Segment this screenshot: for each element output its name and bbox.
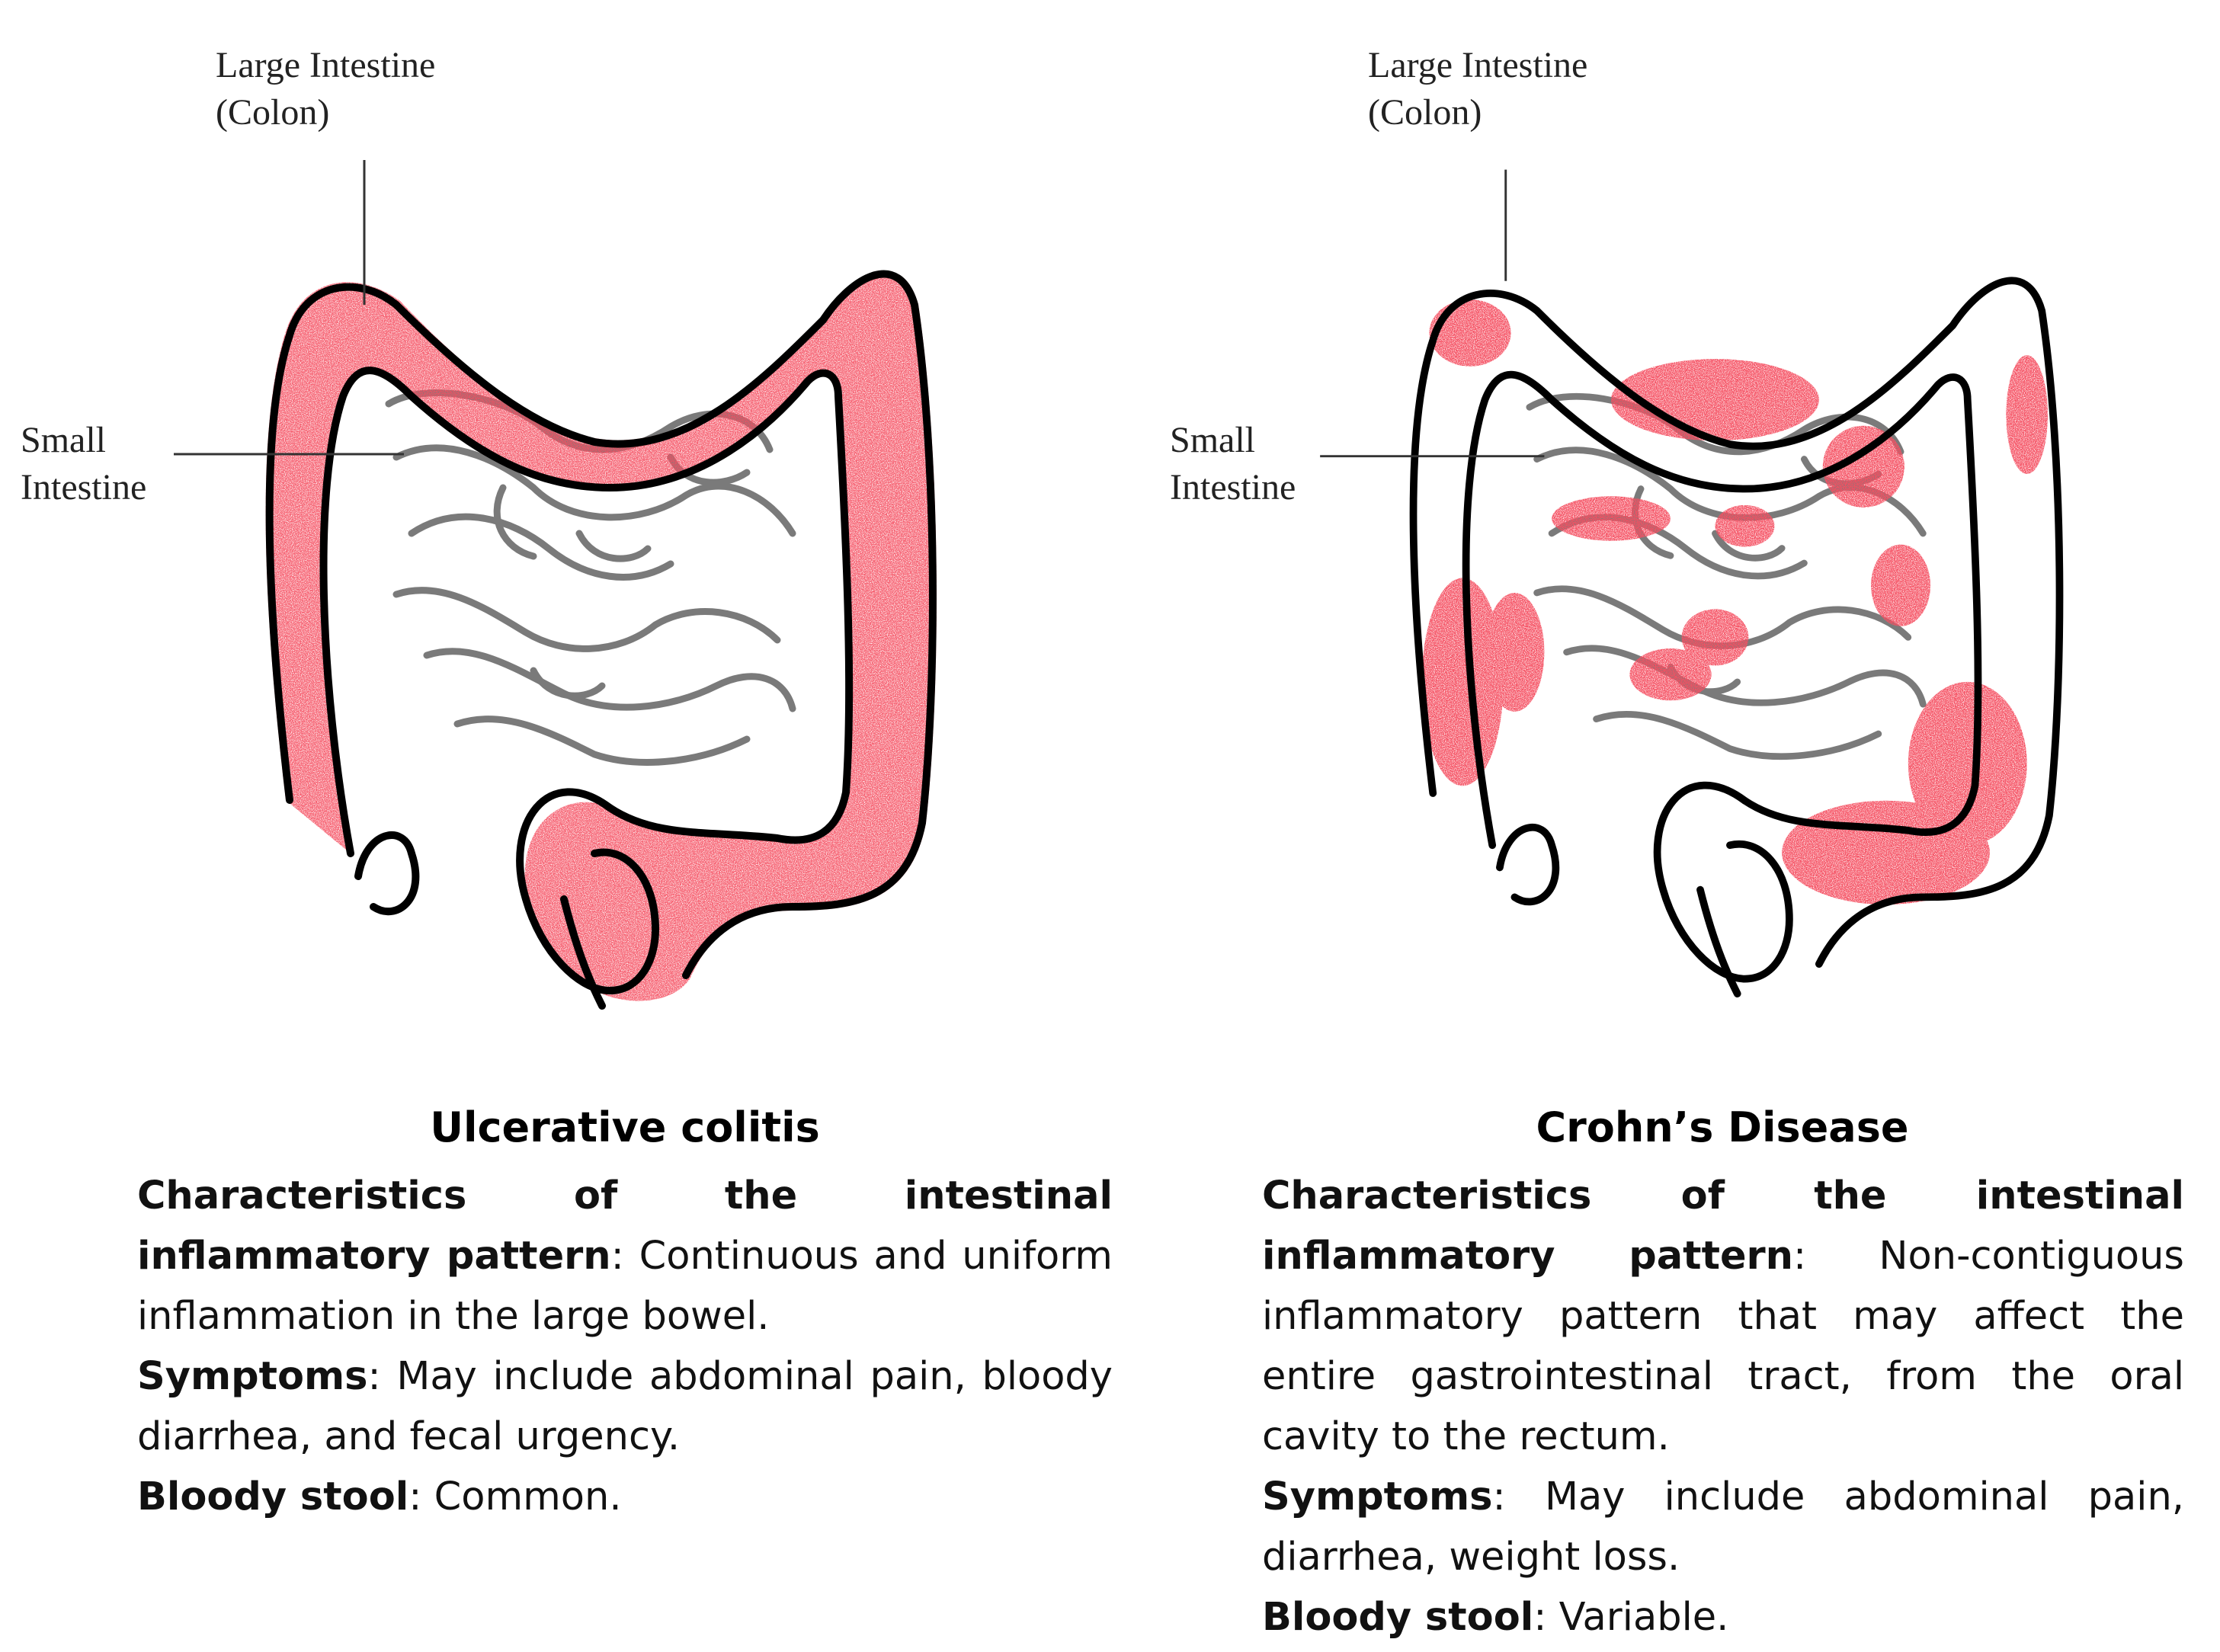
small-intestine-label: Small Intestine [1170,420,1296,507]
ulcerative-colitis-illustration [174,160,937,1067]
crohns-disease-title: Crohn’s Disease [1536,1103,1909,1151]
bloody-stool-paragraph: Bloody stool: Common. [137,1474,622,1519]
large-intestine-label: Large Intestine (Colon) [1368,45,1588,133]
ulcerative-colitis-title: Ulcerative colitis [430,1103,820,1151]
large-intestine-label: Large Intestine (Colon) [216,45,436,133]
patchy-inflammation [1421,299,2048,905]
ulcerative-colitis-description: Characteristics of the intestinal inflam… [137,1166,1113,1527]
small-intestine-label: Small Intestine [21,420,147,507]
crohns-disease-illustration [1320,169,2220,1067]
symptoms-paragraph: Symptoms: May include abdominal pain, di… [1262,1474,2184,1580]
bloody-stool-paragraph: Bloody stool: Variable. [1262,1595,1729,1640]
pattern-paragraph: Characteristics of the intestinal inflam… [137,1173,1113,1339]
symptoms-paragraph: Symptoms: May include abdominal pain, bl… [137,1354,1113,1459]
pattern-paragraph: Characteristics of the intestinal inflam… [1262,1173,2184,1459]
crohns-disease-description: Characteristics of the intestinal inflam… [1262,1166,2184,1647]
